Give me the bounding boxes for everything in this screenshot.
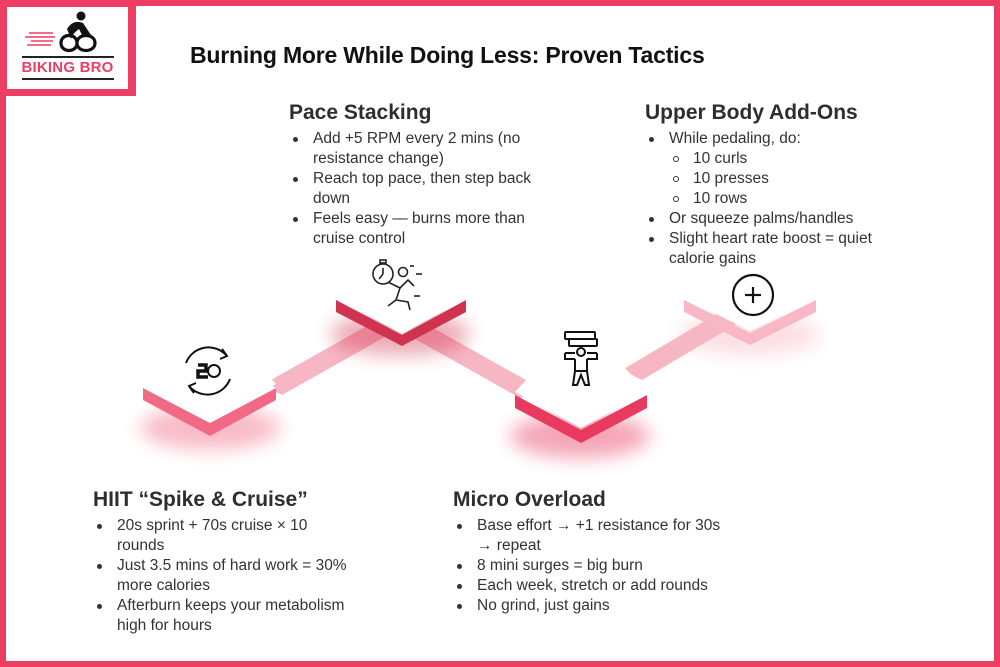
bullet-item: Slight heart rate boost = quiet calorie … <box>649 229 919 269</box>
bullet-list: While pedaling, do: 10 curls 10 presses … <box>645 129 935 269</box>
section-upper-body: Upper Body Add-Ons While pedaling, do: 1… <box>645 101 935 269</box>
step-tile-micro-overload <box>510 320 650 458</box>
bullet-item: No grind, just gains <box>457 596 721 616</box>
bullet-item: Each week, stretch or add rounds <box>457 576 721 596</box>
bullet-item: 20s sprint + 70s cruise × 10 rounds <box>97 516 347 556</box>
bullet-item: Base effort → +1 resistance for 30s → re… <box>457 517 721 554</box>
bullet-item: Add +5 RPM every 2 mins (no resistance c… <box>293 129 569 169</box>
brand-logo: BIKING BRO <box>0 0 136 96</box>
step-tile-pace-stacking <box>330 240 470 356</box>
section-micro-overload: Micro Overload Base effort → +1 resistan… <box>453 488 743 616</box>
cyclist-icon <box>25 11 97 53</box>
bullet-list: 20s sprint + 70s cruise × 10 rounds Just… <box>93 516 383 636</box>
bullet-item: Just 3.5 mins of hard work = 30% more ca… <box>97 556 352 596</box>
stopwatch-runner-icon <box>372 259 422 311</box>
bullet-item: Or squeeze palms/handles <box>649 209 935 229</box>
section-heading: HIIT “Spike & Cruise” <box>93 488 308 511</box>
bullet-list: Add +5 RPM every 2 mins (no resistance c… <box>289 129 569 249</box>
sub-bullet-item: 10 rows <box>673 189 935 209</box>
section-heading: Upper Body Add-Ons <box>645 101 858 124</box>
plus-circle-icon <box>731 273 775 317</box>
logo-panel: BIKING BRO <box>7 7 128 89</box>
bullet-list: Base effort → +1 resistance for 30s → re… <box>453 516 721 616</box>
step-tile-upper-body <box>680 262 820 355</box>
sub-bullet-item: 10 curls <box>673 149 935 169</box>
section-pace-stacking: Pace Stacking Add +5 RPM every 2 mins (n… <box>289 101 569 249</box>
bullet-item: Afterburn keeps your metabolism high for… <box>97 596 347 636</box>
brand-name: BIKING BRO <box>21 59 114 76</box>
section-hiit: HIIT “Spike & Cruise” 20s sprint + 70s c… <box>93 488 383 636</box>
cycle-refresh-digestion-icon <box>185 346 231 396</box>
bullet-item: Feels easy — burns more than cruise cont… <box>293 209 569 249</box>
section-heading: Pace Stacking <box>289 101 432 124</box>
logo-rule-top <box>22 56 114 58</box>
bullet-item: While pedaling, do: <box>649 129 935 149</box>
bullet-item: 8 mini surges = big burn <box>457 556 721 576</box>
logo-rule-bottom <box>22 78 114 80</box>
section-heading: Micro Overload <box>453 488 606 511</box>
connector-paths <box>262 312 740 398</box>
weightlifter-icon <box>564 331 598 386</box>
page-title: Burning More While Doing Less: Proven Ta… <box>190 42 705 68</box>
step-tile-hiit <box>140 310 280 450</box>
bullet-item: Reach top pace, then step back down <box>293 169 543 209</box>
sub-bullet-item: 10 presses <box>673 169 935 189</box>
